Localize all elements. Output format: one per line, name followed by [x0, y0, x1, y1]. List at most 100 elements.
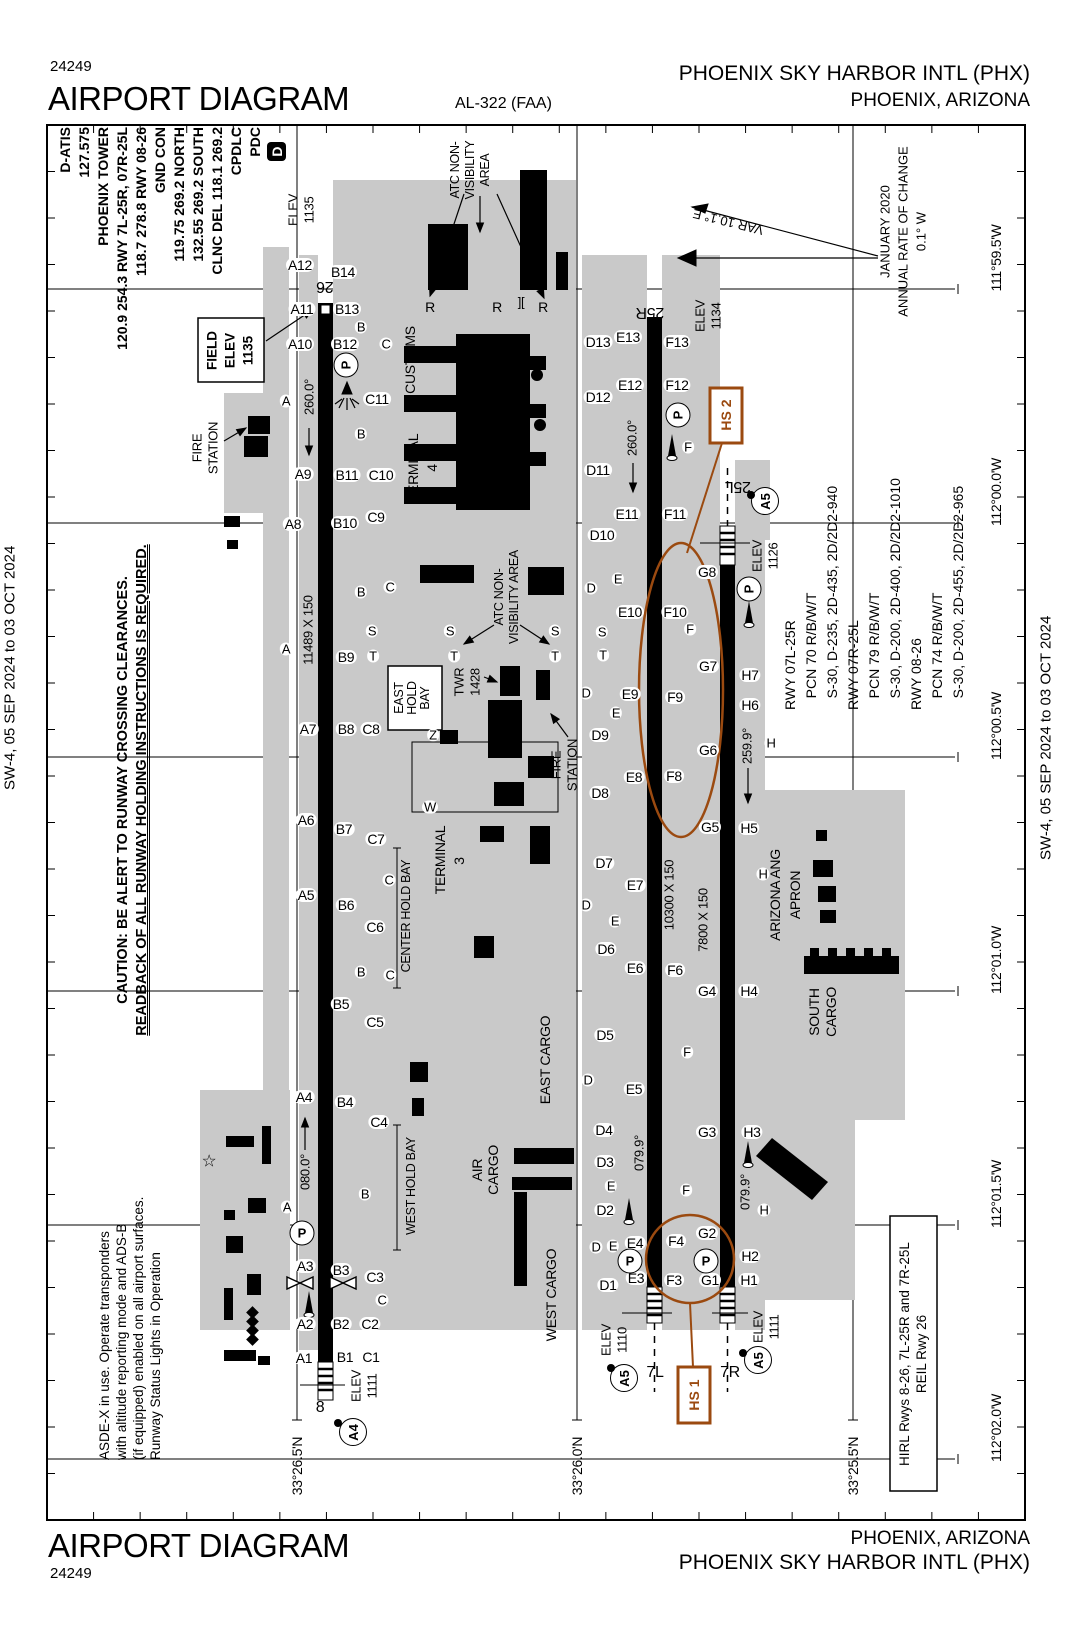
map-label: F — [681, 1044, 693, 1060]
cautionBlock-line: CAUTION: BE ALERT TO RUNWAY CROSSING CLE… — [115, 576, 131, 1004]
variation-arrow — [676, 203, 879, 267]
map-label: S — [365, 623, 379, 639]
fieldElevBlock-line: 1135 — [240, 335, 255, 366]
hs2-box — [708, 386, 744, 445]
map-label: D — [581, 1072, 595, 1088]
map-label: 260.0° — [624, 420, 640, 456]
map-label: B — [354, 584, 368, 600]
map-label: FIRE — [548, 750, 564, 780]
map-label: VISIBILITY AREA — [506, 550, 521, 644]
taxiway-label: B13 — [332, 301, 362, 317]
airport-city: PHOENIX, ARIZONA — [850, 90, 1030, 111]
rwyDataBlock-line: S-30, D-235, 2D-435, 2D/2D2-940 — [823, 485, 840, 710]
map-label: 8 — [315, 1399, 325, 1416]
taxiway-label: B5 — [330, 996, 352, 1012]
runway-8-26 — [318, 303, 333, 1362]
taxiway-label: F12 — [663, 377, 691, 393]
taxiway-label: D10 — [587, 527, 617, 543]
map-label: E — [611, 571, 625, 587]
commBlock-line: CPDLC — [228, 127, 244, 176]
taxiway-label: A1 — [293, 1350, 315, 1366]
map-label: 11489 X 150 — [300, 595, 316, 665]
map-label: F — [682, 439, 694, 455]
map-label: T — [367, 648, 379, 664]
map-label: 1111 — [766, 1314, 782, 1340]
circled-label-p: P — [736, 576, 762, 602]
commBlock-line: D-ATIS — [57, 127, 73, 173]
taxiway-label: A7 — [297, 721, 319, 737]
circled-label-text: P — [670, 410, 686, 420]
map-label: A — [279, 641, 293, 657]
map-label: ATC NON- — [491, 568, 506, 626]
hotspot-label: HS 2 — [718, 399, 734, 431]
map-label: B — [358, 1186, 372, 1202]
longitude-label: 111°59.5'W — [988, 224, 1004, 292]
rwyDataBlock-line: S-30, D-200, 2D-400, 2D/2D2-1010 — [886, 478, 903, 710]
circled-label-a4: A4 — [339, 1418, 367, 1446]
taxiway-label: B7 — [333, 821, 355, 837]
taxiway-label: F10 — [661, 604, 689, 620]
map-label: A — [279, 393, 293, 409]
taxiway-label: C8 — [360, 721, 382, 737]
taxiway-label: D2 — [594, 1202, 616, 1218]
map-label: C — [379, 336, 393, 352]
taxiway-label: H1 — [738, 1272, 760, 1288]
map-label: APRON — [787, 870, 803, 920]
taxiway-label: A9 — [292, 466, 314, 482]
map-label: WEST CARGO — [543, 1248, 559, 1342]
map-label: CARGO — [823, 987, 839, 1037]
taxiway-label: E13 — [613, 329, 643, 345]
taxiway-label: C4 — [368, 1114, 390, 1130]
circled-label-p: P — [617, 1248, 643, 1274]
map-label: ☆ — [201, 1151, 217, 1171]
commBlock-line: 118.7 278.8 RWY 08-26 — [133, 127, 149, 276]
taxiway-label: C11 — [363, 391, 391, 407]
map-label: 3 — [451, 857, 467, 865]
rwyDataBlock-line: PCN 79 R/B/W/T — [865, 592, 882, 710]
varBlock-line: ANNUAL RATE OF CHANGE — [895, 146, 910, 317]
circled-label-p: P — [289, 1220, 315, 1246]
map-label: F — [680, 1182, 692, 1198]
hs1-box — [676, 1365, 712, 1425]
runway-extension-lines — [300, 468, 750, 1392]
commBlock-line: PHOENIX TOWER — [95, 127, 111, 246]
taxiway-label: E10 — [615, 604, 645, 620]
map-label: AREA — [477, 153, 492, 187]
longitude-label: 112°00.0'W — [988, 457, 1004, 527]
map-label: T — [597, 647, 609, 663]
map-label: H — [757, 1202, 771, 1218]
circled-label-text: P — [338, 360, 354, 370]
map-label: E — [609, 705, 623, 721]
map-label: 080.0° — [297, 1154, 313, 1190]
header-chart-code: 24249 — [50, 58, 92, 75]
buildings — [224, 170, 899, 1365]
rwyDataBlock-line: RWY 07R-25L — [844, 620, 861, 710]
taxiway-label: D11 — [584, 462, 612, 478]
map-label: STATION — [205, 421, 221, 475]
map-label: 1134 — [708, 302, 724, 330]
page-title: AIRPORT DIAGRAM — [48, 80, 350, 117]
map-label: SOUTH — [806, 988, 822, 1036]
map-label: W — [422, 799, 438, 815]
position-dot — [739, 1349, 747, 1357]
map-label: D — [584, 580, 598, 596]
map-label: ELEV — [285, 193, 301, 227]
map-label: E — [608, 913, 622, 929]
map-label: 26 — [316, 278, 334, 295]
map-label: S — [548, 623, 562, 639]
fieldElevBlock-line: FIELD — [204, 331, 219, 370]
taxiway-label: H4 — [738, 983, 760, 999]
taxiway-label: A8 — [282, 516, 304, 532]
circled-label-text: A4 — [345, 1423, 361, 1441]
beacon-light-symbol — [334, 380, 360, 410]
taxiway-label: C9 — [365, 509, 387, 525]
taxiway-label: C6 — [364, 919, 386, 935]
taxiway-label: A12 — [285, 257, 315, 273]
taxiway-label: D1 — [597, 1277, 619, 1293]
map-label: STATION — [564, 738, 580, 792]
circled-label-text: P — [741, 584, 757, 594]
